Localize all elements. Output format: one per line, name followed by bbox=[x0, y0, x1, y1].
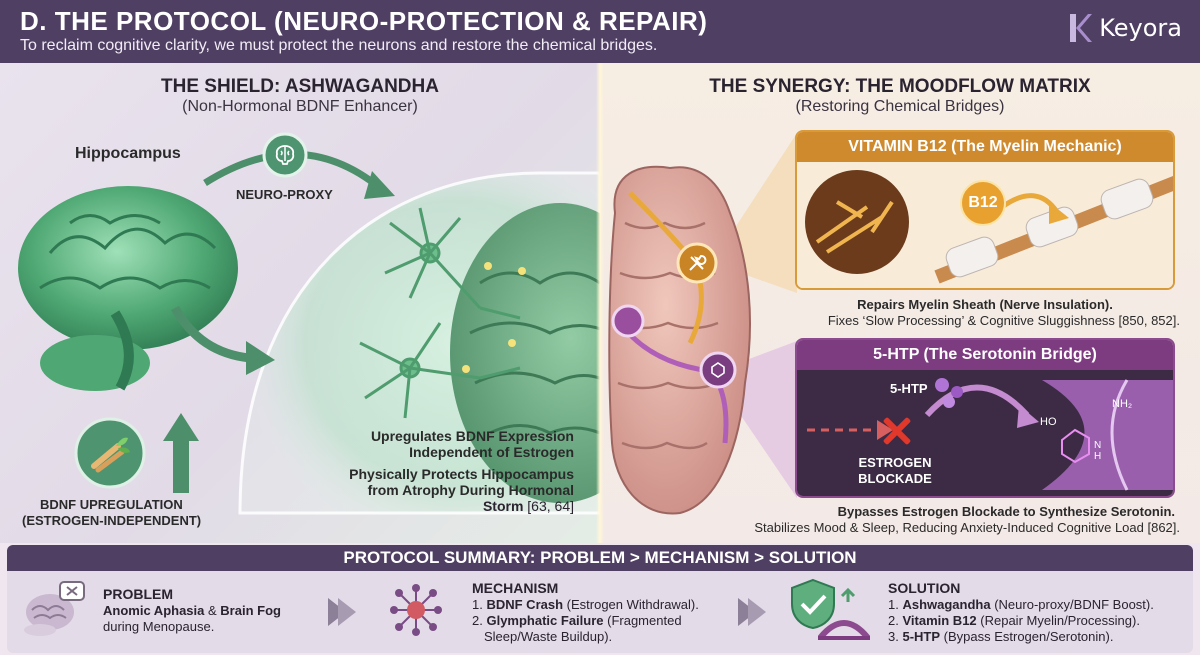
right-illustration bbox=[608, 133, 797, 515]
effect2-line2: from Atrophy During Hormonal bbox=[367, 482, 574, 498]
solution-item-2-detail: (Repair Myelin/Processing). bbox=[976, 613, 1140, 628]
solution-item-3-detail: (Bypass Estrogen/Serotonin). bbox=[940, 629, 1114, 644]
summary-arrow-1 bbox=[328, 598, 356, 626]
mechanism-item-1-detail: (Estrogen Withdrawal). bbox=[563, 597, 699, 612]
summary-title: PROTOCOL SUMMARY: PROBLEM > MECHANISM > … bbox=[7, 545, 1193, 571]
mechanism-item-2: 2. Glymphatic Failure (Fragmented bbox=[472, 613, 682, 629]
solution-item-2-term: Vitamin B12 bbox=[902, 613, 977, 628]
b12-badge: B12 bbox=[960, 180, 1006, 226]
mechanism-item-1: 1. BDNF Crash (Estrogen Withdrawal). bbox=[472, 597, 699, 613]
left-section-subtitle: (Non-Hormonal BDNF Enhancer) bbox=[182, 98, 418, 115]
brain-icon bbox=[275, 145, 295, 165]
header-banner: D. THE PROTOCOL (NEURO-PROTECTION & REPA… bbox=[0, 0, 1200, 63]
solution-item-2-num: 2. bbox=[888, 613, 903, 628]
effect2-ref: [63, 64] bbox=[527, 498, 574, 514]
page-subtitle: To reclaim cognitive clarity, we must pr… bbox=[20, 37, 658, 54]
htp-molecule-label: 5-HTP bbox=[890, 381, 928, 396]
summary-arrow-2 bbox=[738, 598, 766, 626]
mechanism-title: MECHANISM bbox=[472, 580, 559, 596]
myelin-segment bbox=[1100, 178, 1154, 220]
chem-n-label: N bbox=[1094, 440, 1102, 451]
bdnf-upregulation-sublabel: (ESTROGEN-INDEPENDENT) bbox=[22, 513, 202, 528]
ginseng-root-icon bbox=[91, 437, 130, 473]
effect2-line1: Physically Protects Hippocampus bbox=[349, 466, 574, 482]
problem-term-1: Anomic Aphasia bbox=[103, 603, 205, 618]
right-section-title: THE SYNERGY: THE MOODFLOW MATRIX bbox=[709, 76, 1091, 97]
mechanism-item-2-num: 2. bbox=[472, 613, 487, 628]
hippocampus-label: Hippocampus bbox=[75, 145, 181, 162]
molecule-icon bbox=[711, 362, 725, 378]
chem-nh2-label: NH₂ bbox=[1112, 398, 1133, 410]
blockade-label-1: ESTROGEN bbox=[858, 455, 932, 470]
mechanism-item-2-detail: (Fragmented bbox=[603, 613, 682, 628]
effect1-line2: Independent of Estrogen bbox=[409, 444, 574, 460]
mechanism-item-2-term: Glymphatic Failure bbox=[486, 613, 604, 628]
solution-title: SOLUTION bbox=[888, 580, 961, 596]
effect2-line3: Storm bbox=[482, 498, 524, 514]
wrench-icon bbox=[689, 255, 707, 271]
solution-item-1-num: 1. bbox=[888, 597, 903, 612]
effect2-line3-row: Storm [63, 64] bbox=[430, 498, 574, 514]
htp-card-header: 5-HTP (The Serotonin Bridge) bbox=[797, 340, 1173, 370]
solution-item-2: 2. Vitamin B12 (Repair Myelin/Processing… bbox=[888, 613, 1140, 629]
b12-card-header: VITAMIN B12 (The Myelin Mechanic) bbox=[797, 132, 1173, 162]
htp-card: 5-HTP (The Serotonin Bridge) bbox=[795, 338, 1175, 498]
b12-badge-text: B12 bbox=[968, 194, 998, 211]
mechanism-item-1-term: BDNF Crash bbox=[486, 597, 564, 612]
chem-h-label: H bbox=[1094, 451, 1102, 462]
mechanism-item-2-cont: Sleep/Waste Buildup). bbox=[484, 629, 613, 644]
left-illustration bbox=[18, 132, 600, 515]
molecule-badge bbox=[699, 351, 737, 389]
right-section-subtitle: (Restoring Chemical Bridges) bbox=[795, 98, 1005, 115]
solution-item-1: 1. Ashwagandha (Neuro-proxy/BDNF Boost). bbox=[888, 597, 1154, 613]
neuro-proxy-label: NEURO-PROXY bbox=[236, 187, 333, 202]
brain-fog-icon bbox=[24, 581, 85, 636]
problem-line1: Anomic Aphasia & Brain Fog bbox=[103, 603, 281, 619]
htp-caption-1: Bypasses Estrogen Blockade to Synthesize… bbox=[837, 504, 1175, 519]
panel-divider bbox=[596, 63, 604, 543]
solution-item-1-term: Ashwagandha bbox=[902, 597, 991, 612]
pathway-node bbox=[611, 304, 645, 338]
mechanism-item-1-num: 1. bbox=[472, 597, 487, 612]
b12-caption-1: Repairs Myelin Sheath (Nerve Insulation)… bbox=[857, 297, 1113, 312]
keyora-logo-icon bbox=[1070, 14, 1093, 42]
brain-to-dome-arrow bbox=[171, 305, 251, 363]
bridge-icon bbox=[818, 588, 870, 640]
brand-logo: Keyora bbox=[1067, 12, 1182, 44]
solution-item-1-detail: (Neuro-proxy/BDNF Boost). bbox=[990, 597, 1154, 612]
solution-item-3-term: 5-HTP bbox=[902, 629, 941, 644]
bdnf-upregulation-label: BDNF UPREGULATION bbox=[40, 497, 183, 512]
page-title: D. THE PROTOCOL (NEURO-PROTECTION & REPA… bbox=[20, 6, 708, 36]
serotonin-bridge-illustration bbox=[797, 370, 1173, 496]
hippocampus-brain bbox=[18, 186, 238, 391]
right-brain bbox=[608, 165, 751, 515]
solution-item-3-num: 3. bbox=[888, 629, 903, 644]
shield-check-icon bbox=[791, 578, 835, 630]
blockade-x-icon bbox=[882, 416, 912, 446]
left-section-title: THE SHIELD: ASHWAGANDHA bbox=[161, 76, 439, 97]
effect1-line1: Upregulates BDNF Expression bbox=[370, 428, 574, 444]
problem-title: PROBLEM bbox=[103, 586, 173, 602]
problem-line2: during Menopause. bbox=[103, 619, 215, 634]
neuron-cells bbox=[359, 207, 521, 419]
neural-network-icon bbox=[390, 584, 442, 636]
b12-caption-2: Fixes ‘Slow Processing’ & Cognitive Slug… bbox=[827, 313, 1180, 328]
problem-term-2: Brain Fog bbox=[220, 603, 281, 618]
htp-caption-2: Stabilizes Mood & Sleep, Reducing Anxiet… bbox=[754, 520, 1180, 535]
blockade-label-2: BLOCKADE bbox=[858, 471, 932, 486]
brand-name: Keyora bbox=[1099, 14, 1182, 42]
chem-ho-label: HO bbox=[1040, 416, 1057, 428]
myelin-segment bbox=[945, 236, 999, 278]
problem-joiner: & bbox=[204, 603, 221, 618]
upregulation-arrow bbox=[173, 438, 189, 493]
solution-item-3: 3. 5-HTP (Bypass Estrogen/Serotonin). bbox=[888, 629, 1113, 645]
